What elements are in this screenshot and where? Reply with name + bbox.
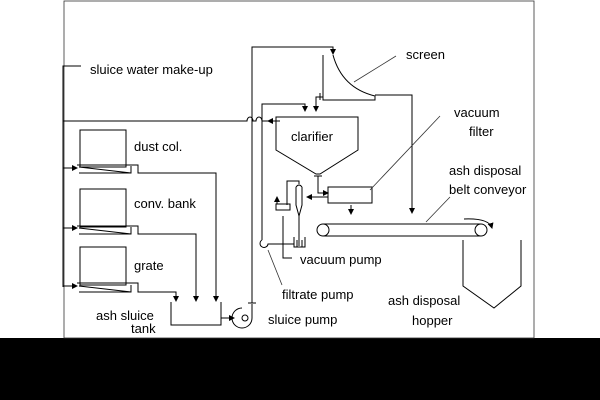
label-conv-bank: conv. bank — [134, 196, 196, 211]
label-screen: screen — [406, 47, 445, 62]
label-tank: tank — [131, 321, 156, 336]
clarifier-underflow — [317, 176, 329, 196]
label-belt-2: belt conveyor — [449, 182, 527, 197]
label-dust-col: dust col. — [134, 139, 182, 154]
filtrate-tank — [293, 237, 306, 248]
sluice-pump-discharge — [251, 46, 336, 303]
label-belt-1: ash disposal — [449, 163, 521, 178]
label-filtrate-pump: filtrate pump — [282, 287, 354, 302]
screen — [313, 54, 415, 214]
cyclone-separator — [274, 180, 303, 246]
belt-leader — [425, 196, 451, 223]
ash-disposal-hopper — [462, 240, 522, 309]
dust-collector — [63, 129, 219, 302]
ash-sluice-tank — [170, 302, 222, 326]
clarifier — [275, 116, 359, 175]
label-sluice-pump: sluice pump — [268, 312, 337, 327]
label-sluice-water: sluice water make-up — [90, 62, 213, 77]
label-ash-sluice: ash sluice — [96, 308, 154, 323]
label-clarifier: clarifier — [291, 129, 334, 144]
label-hopper-1: ash disposal — [388, 293, 460, 308]
belt-conveyor — [316, 218, 494, 237]
label-vacuum: vacuum — [454, 105, 500, 120]
convection-bank — [63, 188, 199, 302]
sluice-pump — [231, 302, 256, 329]
vacuum-filter-leader — [369, 115, 441, 191]
label-hopper-2: hopper — [412, 313, 453, 328]
grate — [63, 246, 179, 302]
label-filter: filter — [469, 124, 494, 139]
frame — [63, 0, 535, 339]
vacuum-pump-leader — [282, 216, 292, 259]
label-grate: grate — [134, 258, 164, 273]
screen-leader — [353, 55, 397, 83]
label-vacuum-pump: vacuum pump — [300, 252, 382, 267]
filtrate-pump — [259, 103, 308, 248]
bottom-band — [0, 338, 600, 400]
filtrate-pump-leader — [267, 249, 283, 286]
sluice-water-header — [62, 65, 280, 287]
vacuum-filter — [327, 186, 373, 204]
